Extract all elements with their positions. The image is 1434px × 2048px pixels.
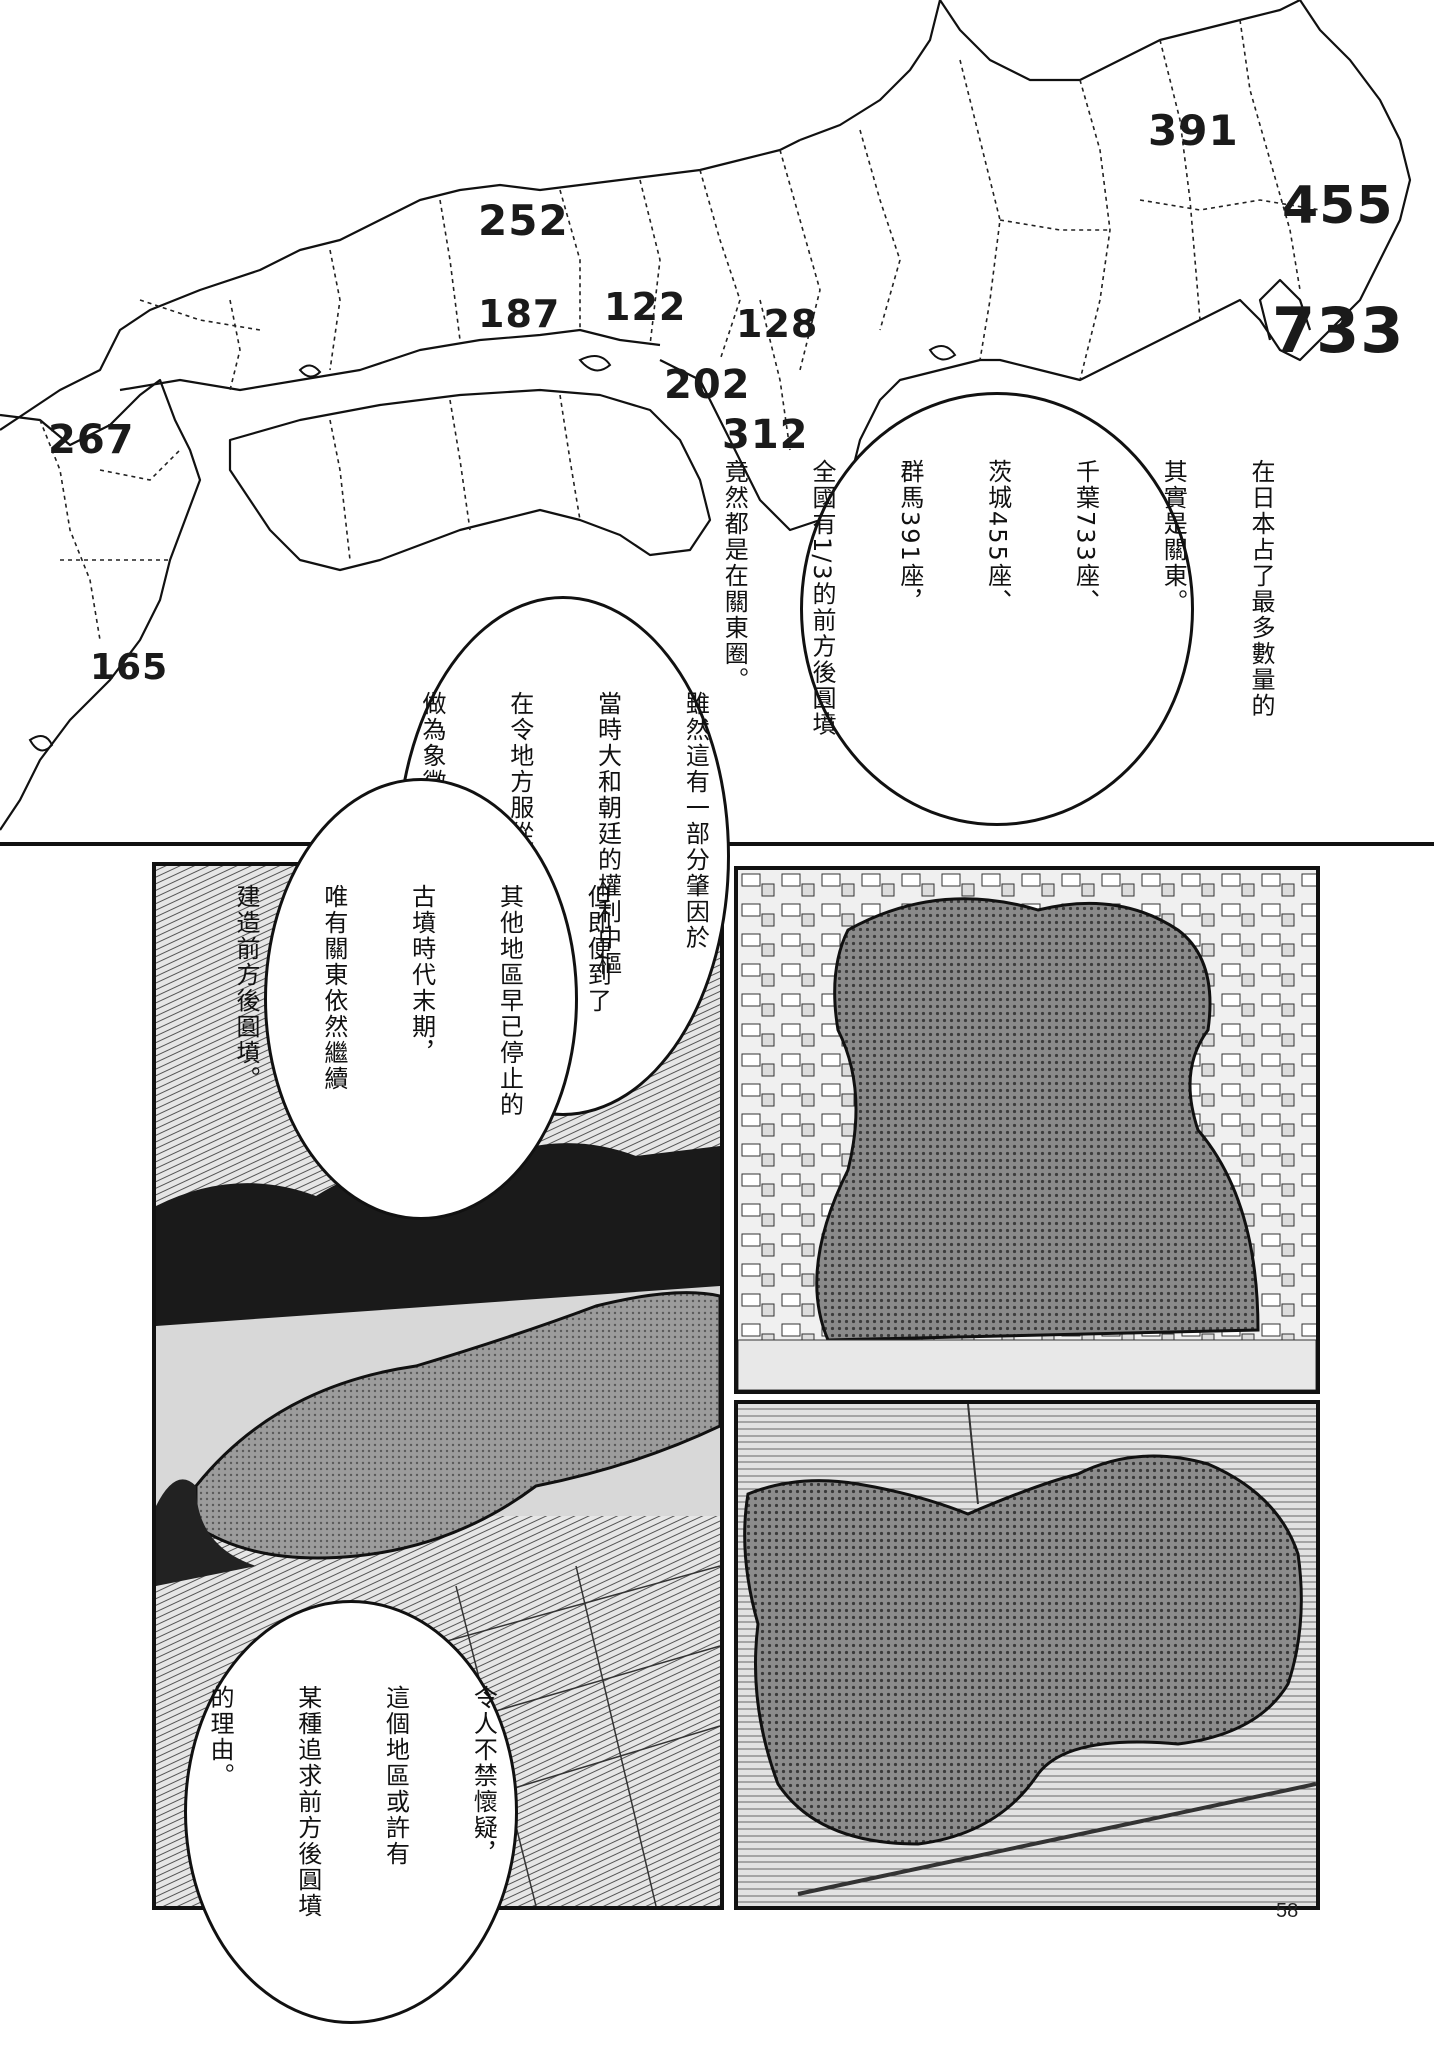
kyushu-outline <box>0 378 202 831</box>
count-nara: 312 <box>722 412 809 458</box>
page-number: 58 <box>1276 1900 1299 1922</box>
count-ibaraki: 455 <box>1282 176 1394 236</box>
shikoku-outline <box>228 388 712 572</box>
count-kyushu-south: 165 <box>90 647 169 688</box>
speech-bubble-late-period: 但即便到了 其他地區早已停止的 古墳時代末期， 唯有關東依然繼續 建造前方後圓墳… <box>232 778 611 1220</box>
bubble-text-reason: 令人不禁懷疑， 這個地區或許有 某種追求前方後圓墳 的理由。 <box>205 1684 498 1919</box>
bubble-text-kanto: 在日本占了最多數量的 其實是關東。 千葉733座、 茨城455座、 群馬391座… <box>720 459 1276 738</box>
count-okayama: 187 <box>478 292 561 336</box>
bubble-text-late-period: 但即便到了 其他地區早已停止的 古墳時代末期， 唯有關東依然繼續 建造前方後圓墳… <box>232 884 612 1118</box>
count-san-in: 252 <box>478 196 569 245</box>
count-gunma: 391 <box>1148 106 1239 155</box>
speech-bubble-reason: 令人不禁懷疑， 這個地區或許有 某種追求前方後圓墳 的理由。 <box>184 1600 518 2024</box>
count-hyogo: 122 <box>604 285 687 329</box>
speech-bubble-kanto: 在日本占了最多數量的 其實是關東。 千葉733座、 茨城455座、 群馬391座… <box>720 392 1275 826</box>
chugoku-coast <box>0 139 801 431</box>
count-kinki-north: 128 <box>736 302 819 346</box>
panel-aerial-bottom-right <box>734 1400 1320 1910</box>
panel-aerial-top-right <box>734 866 1320 1394</box>
count-chiba: 733 <box>1272 294 1405 367</box>
count-osaka: 202 <box>664 362 751 408</box>
count-kyushu-north: 267 <box>48 417 135 463</box>
kanto-coast <box>980 0 1412 382</box>
